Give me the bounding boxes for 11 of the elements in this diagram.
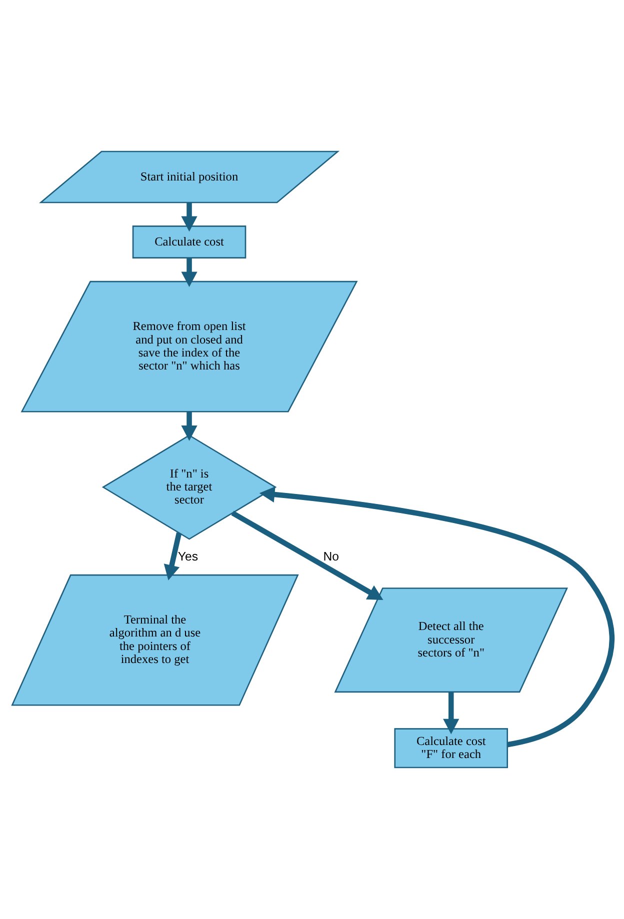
edge-label: No bbox=[323, 549, 340, 564]
edge-label: Yes bbox=[178, 549, 198, 564]
arrow bbox=[181, 412, 198, 441]
node-box: Calculate cost "F" for each bbox=[394, 728, 508, 768]
arrow bbox=[181, 258, 198, 288]
arrow bbox=[164, 532, 182, 580]
node-box: Calculate cost bbox=[132, 226, 246, 258]
arrow bbox=[443, 692, 460, 734]
arrow bbox=[259, 486, 614, 748]
arrow bbox=[231, 510, 384, 600]
arrow bbox=[181, 202, 198, 232]
